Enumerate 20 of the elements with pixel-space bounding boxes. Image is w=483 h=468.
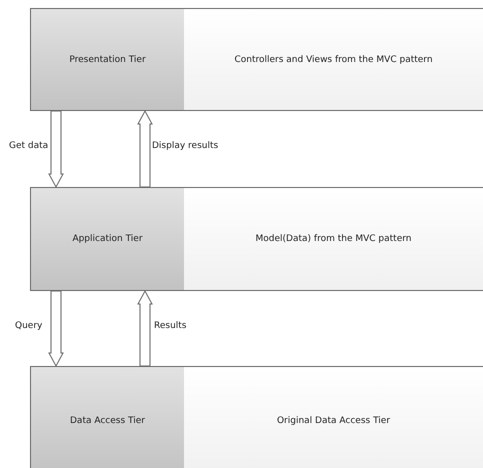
tier-box: [30, 366, 185, 468]
block-arrow: [48, 110, 64, 188]
edge-label: Get data: [8, 141, 50, 151]
tier-box: [30, 187, 185, 291]
edge-label: Results: [153, 320, 188, 330]
tier-description: Controllers and Views from the MVC pattern: [234, 54, 433, 64]
block-arrow: [48, 290, 64, 368]
block-arrow: [137, 110, 153, 188]
tier-description: Model(Data) from the MVC pattern: [256, 234, 412, 244]
edge-label: Display results: [151, 141, 220, 151]
tier-description: Original Data Access Tier: [276, 416, 390, 426]
edge-label: Query: [14, 320, 44, 330]
tier-label: Application Tier: [72, 234, 143, 244]
tier-box: [30, 8, 185, 111]
tier-label: Presentation Tier: [69, 54, 146, 64]
description-box: [184, 187, 483, 291]
description-box: [184, 8, 483, 111]
block-arrow: [137, 290, 153, 366]
description-box: [184, 366, 483, 468]
tier-label: Data Access Tier: [70, 416, 145, 426]
